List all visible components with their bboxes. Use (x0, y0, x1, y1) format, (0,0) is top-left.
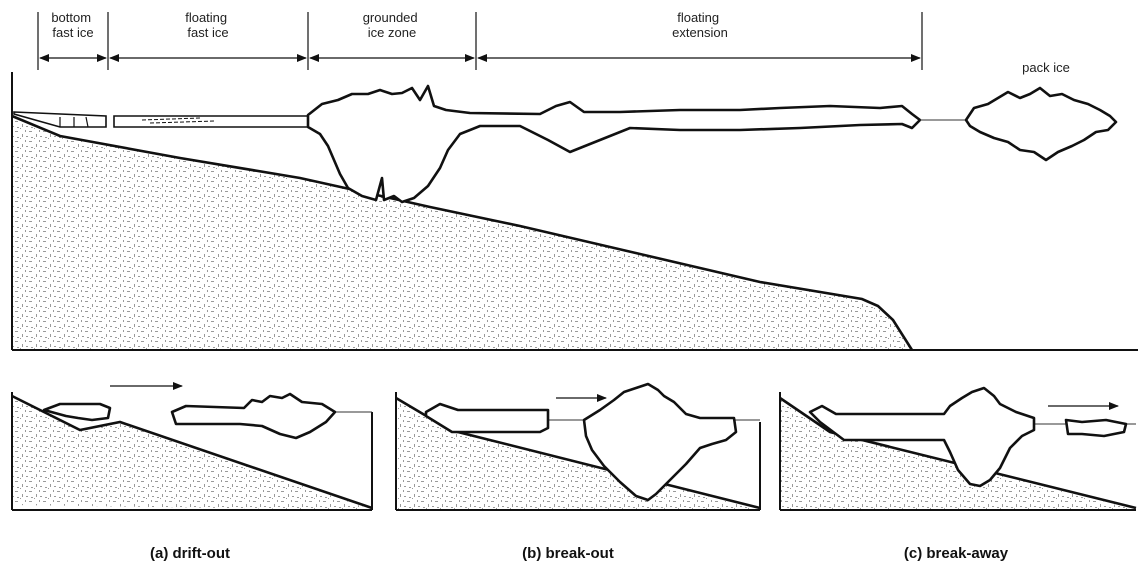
drifting-fast-ice (42, 402, 112, 422)
zone-label-pack-ice: pack ice (1022, 60, 1070, 75)
zone-label-grounded-ice-zone: grounded ice zone (363, 10, 422, 40)
panel-caption: (c) break-away (904, 545, 1009, 562)
panel-drift-out: (a) drift-out (11, 382, 373, 562)
seabed-fill (780, 398, 1136, 510)
zone-label-line: grounded (363, 10, 418, 25)
seabed-profile (779, 396, 1137, 510)
zone-label-line: ice zone (368, 25, 416, 40)
zone-label-line: fast ice (52, 25, 93, 40)
seabed-fill (396, 398, 760, 510)
broken-fast-ice-sheet (424, 402, 550, 434)
zone-label-floating-extension: floating extension (672, 10, 728, 40)
zone-label-line: bottom (51, 10, 91, 25)
panel-caption: (a) drift-out (150, 545, 230, 562)
panel-break-out: (b) break-out (395, 382, 761, 562)
pack-ice-floe (964, 86, 1118, 162)
broken-away-floe (1064, 418, 1128, 438)
seabed-fill (12, 396, 372, 510)
zone-label-line: floating (185, 10, 227, 25)
panel-caption: (b) break-out (522, 545, 614, 562)
zone-label-line: fast ice (187, 25, 228, 40)
zone-header: bottom fast ice floating fast ice ground… (37, 10, 1070, 75)
ridge-marks (141, 117, 216, 124)
drifting-grounded-floe (170, 392, 337, 440)
zone-label-floating-fast-ice: floating fast ice (185, 10, 231, 40)
seabed-profile (11, 394, 373, 510)
grounded-ice-and-extension (306, 84, 922, 204)
zone-label-line: floating (677, 10, 719, 25)
panel-break-away: (c) break-away (779, 386, 1137, 562)
ice-crack (85, 116, 89, 128)
broken-grounded-floe (582, 382, 738, 502)
zone-label-bottom-fast-ice: bottom fast ice (51, 10, 94, 40)
seabed-profile (11, 114, 914, 351)
seabed-fill (12, 118, 912, 350)
main-cross-section (11, 72, 1138, 351)
zone-label-line: extension (672, 25, 728, 40)
grounded-fast-ice-complex (808, 386, 1036, 488)
